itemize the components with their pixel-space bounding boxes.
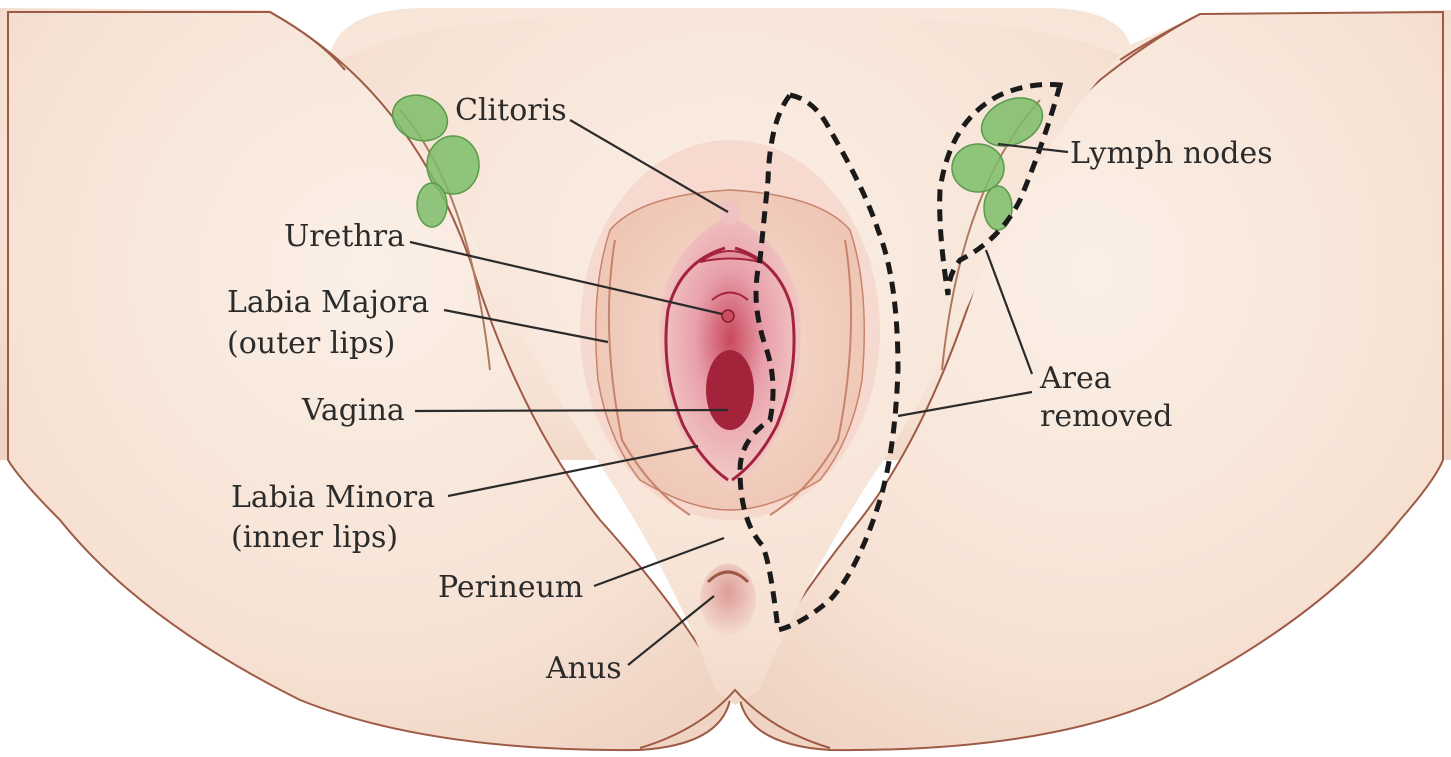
- label-labia-majora-sub: (outer lips): [227, 326, 395, 361]
- label-clitoris: Clitoris: [455, 93, 567, 128]
- label-anus: Anus: [545, 651, 622, 686]
- label-urethra: Urethra: [284, 219, 405, 254]
- label-area-removed-1: Area: [1039, 361, 1112, 396]
- urethra-opening: [722, 310, 734, 322]
- label-labia-minora: Labia Minora: [231, 480, 435, 515]
- right-lymph-node-2: [952, 144, 1004, 192]
- left-lymph-node-3: [417, 183, 447, 227]
- label-labia-majora: Labia Majora: [227, 285, 429, 320]
- vagina-leader: [415, 410, 728, 411]
- label-area-removed-2: removed: [1040, 399, 1173, 434]
- label-vagina: Vagina: [301, 393, 405, 428]
- clitoris-mark: [720, 200, 740, 224]
- label-perineum: Perineum: [438, 570, 583, 605]
- label-labia-minora-sub: (inner lips): [231, 520, 398, 555]
- vagina-opening: [706, 350, 754, 430]
- vulva: [580, 140, 880, 520]
- label-lymph-nodes: Lymph nodes: [1070, 136, 1273, 171]
